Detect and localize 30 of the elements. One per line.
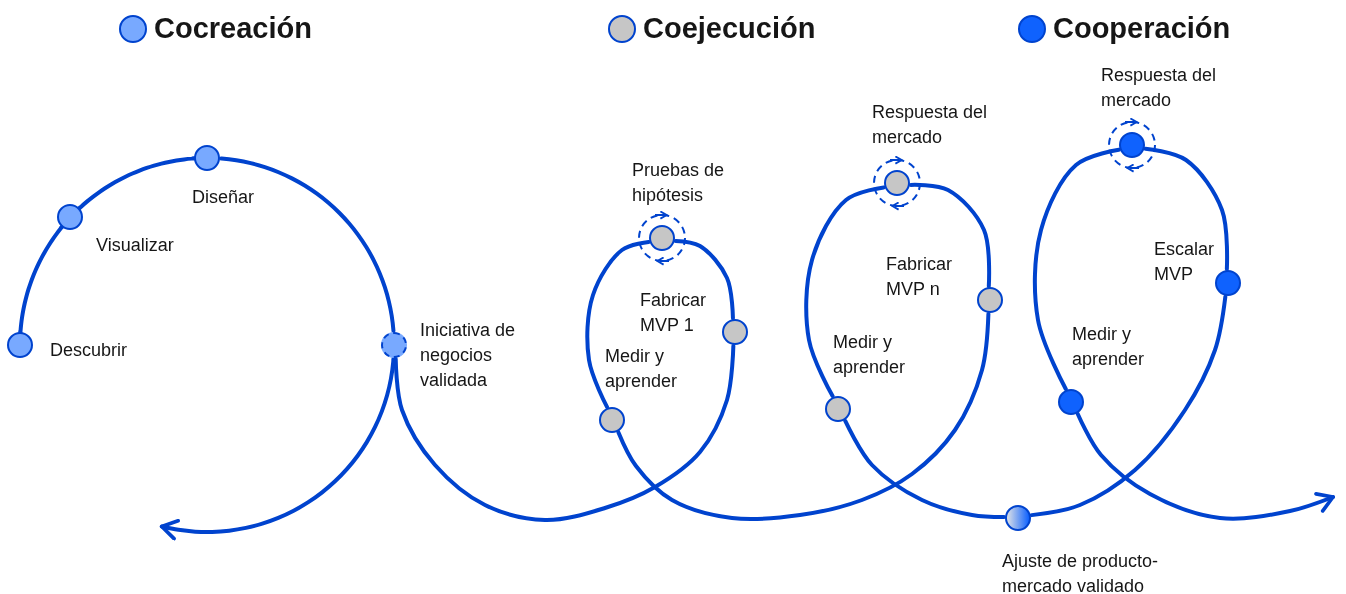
step-label: Respuesta del mercado (872, 101, 989, 149)
spiral-path (908, 182, 992, 289)
step-label: Medir y aprender (605, 345, 679, 393)
phase-heading: Coejecución (643, 12, 816, 45)
spiral-path (804, 185, 886, 399)
step-label: Medir y aprender (833, 331, 907, 379)
step-label: Ajuste de producto-mercado validado (1002, 550, 1160, 594)
step-label: Respuesta del mercado (1101, 64, 1218, 112)
step-label: Medir y aprender (1072, 323, 1146, 371)
step-label: Iniciativa de negocios validada (420, 319, 517, 392)
spiral-path (219, 156, 396, 333)
phase-heading: Cocreación (154, 12, 312, 45)
spiral-path (616, 311, 991, 522)
spiral-path (1143, 146, 1230, 272)
spiral-path (843, 418, 1007, 520)
spiral-path (393, 343, 736, 522)
step-label: Visualizar (96, 234, 175, 257)
spiral-path (159, 357, 396, 541)
spiral-path (1032, 147, 1121, 391)
spiral-path (585, 240, 651, 409)
step-label: Fabricar MVP n (886, 253, 953, 301)
spiral-path (673, 238, 735, 321)
step-label: Diseñar (192, 186, 256, 209)
step-label: Pruebas de hipótesis (632, 159, 726, 207)
step-label: Descubrir (50, 339, 129, 362)
step-label: Fabricar MVP 1 (640, 289, 707, 337)
spiral-path (1029, 294, 1228, 518)
step-label: Escalar MVP (1154, 238, 1216, 286)
spiral-path (1075, 412, 1335, 521)
phase-heading: Cooperación (1053, 12, 1231, 45)
